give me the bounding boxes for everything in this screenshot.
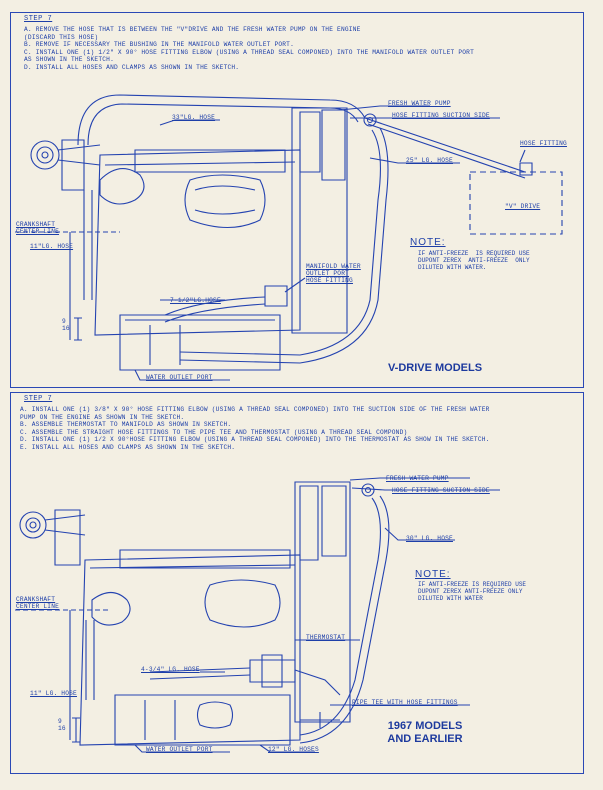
note-title: NOTE:	[415, 569, 451, 580]
label-fresh-water-pump: FRESH WATER PUMP	[388, 100, 451, 107]
instruction-line: D. INSTALL ALL HOSES AND CLAMPS AS SHOWN…	[24, 63, 240, 71]
step-heading: STEP 7	[24, 395, 53, 403]
label-water-outlet: WATER OUTLET PORT	[146, 746, 213, 753]
note-text: IF ANTI-FREEZE IS REQUIRED USE DUPONT ZE…	[418, 250, 530, 271]
instruction-line: B. ASSEMBLE THERMOSTAT TO MANIFOLD AS SH…	[20, 421, 232, 429]
label-12-hoses: 12" LG. HOSES	[268, 746, 319, 753]
label-hose-fitting-suction: HOSE FITTING SUCTION SIDE	[392, 487, 490, 494]
label-crankshaft: CRANKSHAFT CENTER LINE	[16, 596, 60, 610]
label-hose-fitting-suction: HOSE FITTING SUCTION SIDE	[392, 112, 490, 119]
label-7-hose: 7-1/2"LG.HOSE	[170, 297, 221, 304]
label-4-hose: 4-3/4" LG. HOSE	[141, 666, 200, 673]
label-crankshaft: CRANKSHAFT CENTER LINE	[16, 221, 60, 235]
step-heading: STEP 7	[24, 15, 53, 23]
label-manifold: MANIFOLD WATER OUTLET PORT HOSE FITTING	[306, 263, 361, 284]
label-25-hose: 25" LG. HOSE	[406, 157, 453, 164]
instruction-line: C. ASSEMBLE THE STRAIGHT HOSE FITTINGS T…	[20, 428, 408, 436]
label-pipe-tee: PIPE TEE WITH HOSE FITTINGS	[352, 699, 458, 706]
label-30-hose: 30" LG. HOSE	[406, 535, 453, 542]
label-dimension: 9 16	[58, 718, 66, 732]
note-title: NOTE:	[410, 237, 446, 248]
label-hose-fitting: HOSE FITTING	[520, 140, 567, 147]
note-text: IF ANTI-FREEZE IS REQUIRED USE DUPONT ZE…	[418, 581, 527, 602]
label-11-hose: 11" LG. HOSE	[30, 690, 77, 697]
label-dimension: 9 16	[62, 318, 70, 332]
instruction-line: (DISCARD THIS HOSE)	[24, 33, 99, 41]
instruction-line: C. INSTALL ONE (1) 1/2" X 90° HOSE FITTI…	[24, 48, 475, 56]
label-33-hose: 33"LG. HOSE	[172, 114, 216, 121]
label-thermostat: THERMOSTAT	[306, 634, 346, 641]
instruction-line: E. INSTALL ALL HOSES AND CLAMPS AS SHOWN…	[20, 443, 236, 451]
instruction-line: A. REMOVE THE HOSE THAT IS BETWEEN THE "…	[24, 26, 361, 33]
label-v-drive: "V" DRIVE	[505, 203, 541, 210]
instruction-line: A. INSTALL ONE (1) 3/8" X 90° HOSE FITTI…	[20, 406, 490, 413]
label-water-outlet: WATER OUTLET PORT	[146, 374, 213, 381]
instruction-line: D. INSTALL ONE (1) 1/2 X 90°HOSE FITTING…	[20, 436, 490, 444]
v-drive-panel	[10, 12, 584, 388]
instruction-line: B. REMOVE IF NECESSARY THE BUSHING IN TH…	[24, 41, 295, 49]
instruction-list: A. INSTALL ONE (1) 3/8" X 90° HOSE FITTI…	[20, 406, 490, 452]
model-title: 1967 MODELS AND EARLIER	[387, 720, 463, 745]
model-title: V-DRIVE MODELS	[387, 362, 483, 374]
1967-panel	[10, 392, 584, 774]
instruction-line: PUMP ON THE ENGINE AS SHOWN IN THE SKETC…	[20, 413, 185, 421]
instruction-list: A. REMOVE THE HOSE THAT IS BETWEEN THE "…	[24, 26, 474, 72]
label-11-hose: 11"LG. HOSE	[30, 243, 74, 250]
instruction-line: AS SHOWN IN THE SKETCH.	[24, 56, 115, 64]
label-fresh-water-pump: FRESH WATER PUMP	[386, 475, 449, 482]
